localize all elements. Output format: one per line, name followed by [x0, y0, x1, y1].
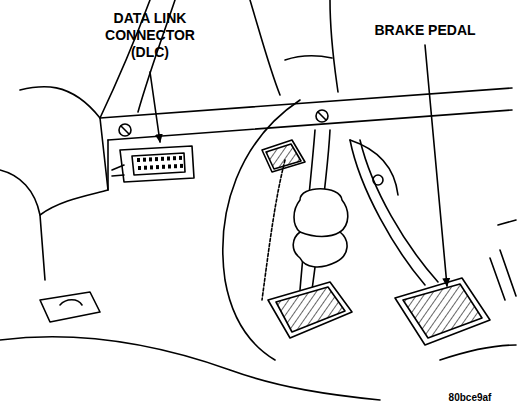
dlc-pin [168, 165, 171, 169]
dlc-pin [156, 165, 159, 169]
leader-arrow [150, 72, 160, 142]
dlc-pin [137, 158, 140, 162]
dlc-pin [167, 157, 170, 161]
dlc-pin [179, 156, 182, 160]
floor [0, 337, 380, 400]
screw [121, 126, 129, 134]
rubber-boot [300, 232, 340, 237]
rubber-boot [293, 189, 348, 267]
dlc-connector [132, 153, 185, 175]
switch-wire [262, 160, 285, 300]
support-bar [107, 140, 109, 190]
hood-release [60, 300, 82, 305]
clutch-pedal-tread [276, 287, 345, 332]
screw [318, 112, 326, 120]
brake-pedal-pad [395, 278, 490, 345]
floor [440, 345, 516, 360]
part-label: DATA LINK CONNECTOR (DLC) [85, 10, 215, 60]
dlc-pin [138, 166, 141, 170]
dlc-pin [150, 165, 153, 169]
steering-column [330, 0, 338, 92]
part-label: BRAKE PEDAL [350, 22, 500, 39]
dlc-connector [120, 146, 194, 182]
screw [316, 110, 328, 122]
support-bar [100, 88, 512, 118]
dlc-pins [137, 156, 183, 170]
dlc-pin [143, 158, 146, 162]
dlc-pin [173, 156, 176, 160]
dlc-bracket [112, 165, 124, 176]
screw [119, 124, 131, 136]
steering-column [250, 0, 280, 95]
brake-arm [350, 140, 425, 285]
accelerator-pedal [490, 220, 516, 300]
dlc-pin [161, 157, 164, 161]
kick-panel [0, 170, 45, 280]
hood-release [40, 292, 100, 322]
figure-code: 80bce9af [425, 392, 515, 404]
dlc-pin [155, 157, 158, 161]
dlc-pin [149, 157, 152, 161]
brake-arm [360, 140, 438, 282]
dlc-pin [180, 164, 183, 168]
dlc-pin [144, 166, 147, 170]
dlc-pin [162, 165, 165, 169]
support-bar [108, 110, 512, 140]
leader-arrow [425, 45, 447, 286]
steering-column [285, 56, 332, 60]
brake-pedal-tread [403, 284, 482, 338]
clutch-pedal-pad [268, 282, 352, 338]
dlc-pin [174, 164, 177, 168]
